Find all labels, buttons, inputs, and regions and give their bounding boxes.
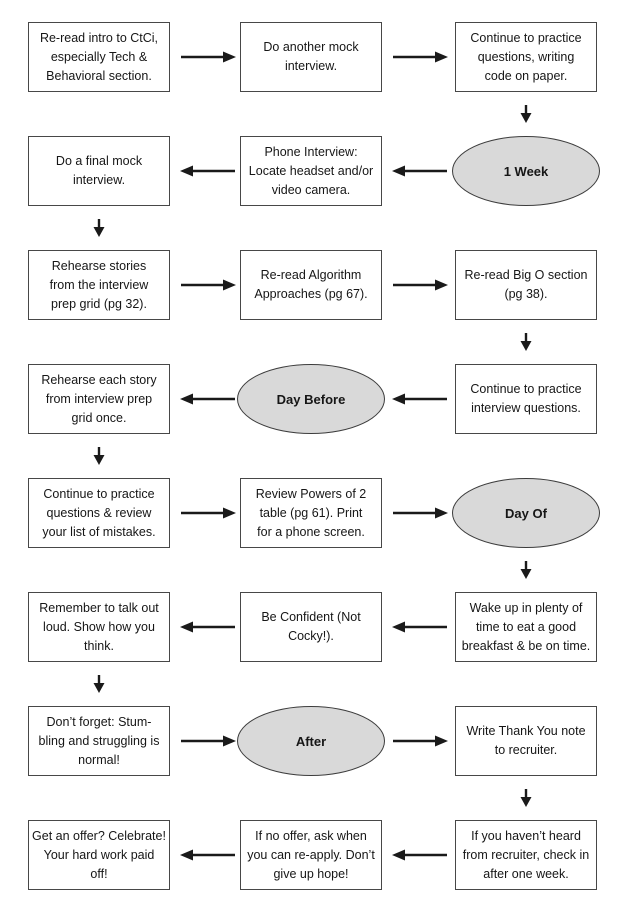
flow-step-text: Do a final mock interview. — [55, 154, 143, 187]
flow-step-text: Wake up in plenty of time to eat a good … — [461, 600, 591, 653]
arrow-right-icon — [392, 278, 448, 292]
arrow-down-icon — [92, 219, 106, 237]
arrow-down-icon — [519, 789, 533, 807]
arrow-right-icon — [180, 50, 236, 64]
flow-step-text: If no offer, ask when you can re-apply. … — [247, 828, 375, 881]
flow-step-text: If you haven’t heard from recruiter, che… — [462, 828, 590, 881]
flow-step-r3c2: Re-read Algorithm Approaches (pg 67). — [240, 250, 382, 320]
arrow-left-icon — [180, 164, 236, 178]
arrow-right-icon — [392, 734, 448, 748]
milestone-label: Day Of — [505, 505, 547, 521]
flow-step-r6c2: Be Confident (Not Cocky!). — [240, 592, 382, 662]
flow-step-r7c1: Don’t forget: Stum- bling and struggling… — [28, 706, 170, 776]
arrow-right-icon — [180, 278, 236, 292]
arrow-left-icon — [392, 164, 448, 178]
flow-step-text: Re-read Algorithm Approaches (pg 67). — [254, 268, 368, 301]
flow-step-r6c1: Remember to talk out loud. Show how you … — [28, 592, 170, 662]
flow-step-r5c1: Continue to practice questions & review … — [28, 478, 170, 548]
arrow-down-icon — [92, 675, 106, 693]
arrow-left-icon — [392, 848, 448, 862]
flow-step-text: Phone Interview: Locate headset and/or v… — [248, 144, 374, 197]
arrow-left-icon — [392, 392, 448, 406]
arrow-left-icon — [392, 620, 448, 634]
arrow-left-icon — [180, 620, 236, 634]
flow-step-text: Re-read intro to CtCi, especially Tech &… — [39, 30, 159, 83]
flow-step-r3c3: Re-read Big O section (pg 38). — [455, 250, 597, 320]
flow-step-r8c3: If you haven’t heard from recruiter, che… — [455, 820, 597, 890]
flow-step-r4c1: Rehearse each story from interview prep … — [28, 364, 170, 434]
flow-step-text: Don’t forget: Stum- bling and struggling… — [38, 714, 160, 767]
flow-step-r8c1: Get an offer? Celebrate! Your hard work … — [28, 820, 170, 890]
flow-step-text: Get an offer? Celebrate! Your hard work … — [32, 828, 166, 881]
flow-step-text: Rehearse stories from the interview prep… — [49, 258, 149, 311]
arrow-right-icon — [392, 506, 448, 520]
arrow-down-icon — [92, 447, 106, 465]
arrow-right-icon — [180, 506, 236, 520]
milestone-label: 1 Week — [503, 163, 549, 179]
milestone-1-week: 1 Week — [452, 136, 600, 206]
flow-step-r4c3: Continue to practice interview questions… — [455, 364, 597, 434]
flow-step-text: Review Powers of 2 table (pg 61). Print … — [255, 486, 367, 539]
flow-step-text: Remember to talk out loud. Show how you … — [39, 600, 159, 653]
flow-step-r1c1: Re-read intro to CtCi, especially Tech &… — [28, 22, 170, 92]
flow-step-r1c3: Continue to practice questions, writing … — [455, 22, 597, 92]
arrow-right-icon — [180, 734, 236, 748]
flow-step-text: Be Confident (Not Cocky!). — [261, 610, 361, 643]
milestone-label: Day Before — [276, 391, 346, 407]
flow-step-text: Continue to practice questions & review … — [42, 486, 156, 539]
flow-step-r6c3: Wake up in plenty of time to eat a good … — [455, 592, 597, 662]
flow-step-text: Rehearse each story from interview prep … — [41, 372, 157, 425]
flow-step-r3c1: Rehearse stories from the interview prep… — [28, 250, 170, 320]
arrow-down-icon — [519, 333, 533, 351]
arrow-right-icon — [392, 50, 448, 64]
arrow-down-icon — [519, 105, 533, 123]
arrow-left-icon — [180, 848, 236, 862]
flow-step-r1c2: Do another mock interview. — [240, 22, 382, 92]
flow-step-text: Continue to practice interview questions… — [470, 382, 582, 415]
flow-step-r8c2: If no offer, ask when you can re-apply. … — [240, 820, 382, 890]
flow-step-r2c1: Do a final mock interview. — [28, 136, 170, 206]
milestone-day-before: Day Before — [237, 364, 385, 434]
flow-step-text: Re-read Big O section (pg 38). — [464, 268, 588, 301]
flow-step-r2c2: Phone Interview: Locate headset and/or v… — [240, 136, 382, 206]
flow-step-text: Do another mock interview. — [263, 40, 359, 73]
flow-step-text: Write Thank You note to recruiter. — [466, 724, 586, 757]
milestone-after: After — [237, 706, 385, 776]
arrow-down-icon — [519, 561, 533, 579]
flow-step-r7c3: Write Thank You note to recruiter. — [455, 706, 597, 776]
milestone-day-of: Day Of — [452, 478, 600, 548]
flow-step-text: Continue to practice questions, writing … — [470, 30, 582, 83]
milestone-label: After — [295, 733, 327, 749]
arrow-left-icon — [180, 392, 236, 406]
flow-step-r5c2: Review Powers of 2 table (pg 61). Print … — [240, 478, 382, 548]
